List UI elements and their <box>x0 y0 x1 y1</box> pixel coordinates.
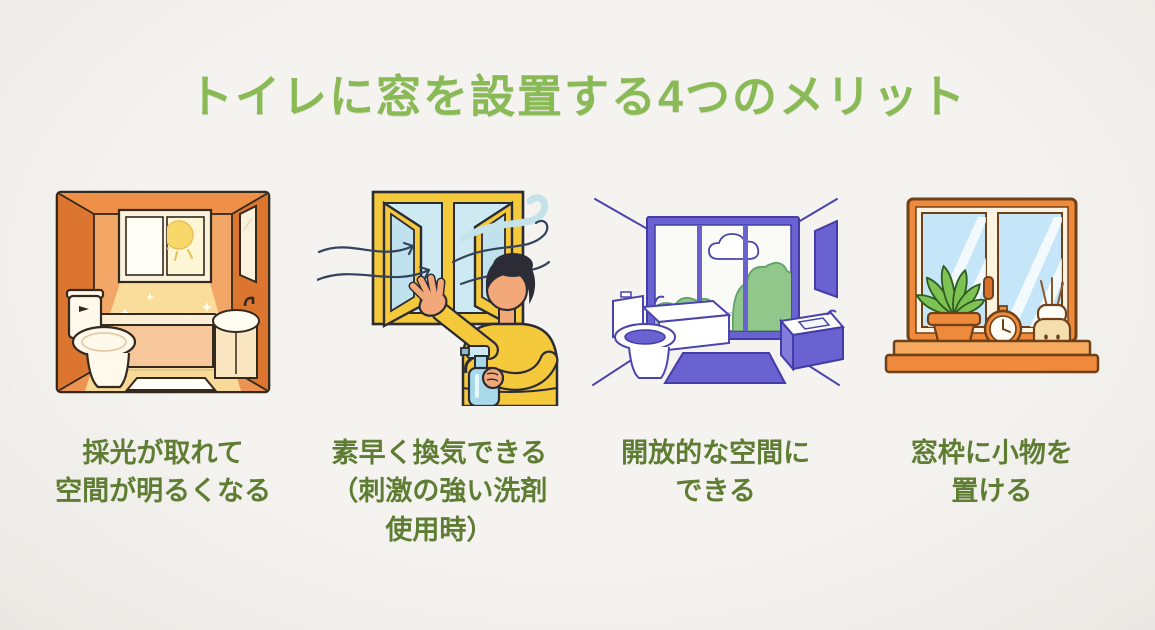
benefit-open-space: 開放的な空間に できる <box>581 176 851 549</box>
open-spacious-bathroom-illustration <box>591 198 845 386</box>
benefit-ventilation: 素早く換気できる （刺激の強い洗剤 使用時） <box>304 176 574 549</box>
benefit-windowsill: 窓枠に小物を 置ける <box>857 176 1127 549</box>
wind-swirl-light <box>459 194 549 242</box>
faucet-icon <box>243 296 255 307</box>
rug <box>662 352 787 384</box>
benefit-caption: 採光が取れて 空間が明るくなる <box>55 434 271 511</box>
wind-lines-in <box>317 241 431 282</box>
benefit-caption: 開放的な空間に できる <box>621 434 810 511</box>
vanity <box>778 309 845 372</box>
benefit-caption: 素早く換気できる （刺激の強い洗剤 使用時） <box>331 434 547 549</box>
benefit-caption: 窓枠に小物を 置ける <box>911 434 1073 511</box>
windowsill-ornaments-illustration <box>884 197 1100 374</box>
illustration-box <box>857 176 1127 408</box>
sink-vanity <box>212 296 261 379</box>
caption-line: 窓枠に小物を <box>910 438 1073 468</box>
open-window <box>372 190 525 329</box>
ventilation-window-cleaning-illustration <box>317 190 559 406</box>
benefit-daylight: 採光が取れて 空間が明るくなる <box>28 176 298 549</box>
toilet <box>66 288 137 389</box>
caption-line: 開放的な空間に <box>621 438 811 468</box>
caption-line: 採光が取れて <box>82 438 244 468</box>
bathroom-window <box>118 208 213 284</box>
illustration-box <box>28 176 298 408</box>
gripping-hand <box>482 366 505 390</box>
mirror <box>239 204 258 284</box>
window-handle-icon <box>982 276 994 300</box>
caption-line: 使用時） <box>385 514 494 545</box>
clock-icon <box>983 305 1023 353</box>
caption-line: できる <box>675 476 756 507</box>
wall-mirror <box>813 219 838 299</box>
open-hand <box>408 273 448 317</box>
illustration-box <box>304 176 574 408</box>
illustration-box <box>581 176 851 408</box>
sun-icon <box>167 220 194 261</box>
benefits-row: 採光が取れて 空間が明るくなる <box>28 176 1127 549</box>
caption-line: （刺激の強い洗剤 <box>331 476 548 507</box>
caption-line: 空間が明るくなる <box>55 476 272 507</box>
window-sill <box>884 339 1100 374</box>
page-title: トイレに窓を設置する4つのメリット <box>187 71 968 122</box>
caption-line: 素早く換気できる <box>331 438 548 468</box>
bath-mat <box>124 377 218 391</box>
sunlit-bathroom-illustration <box>55 190 271 394</box>
counter <box>640 295 732 353</box>
caption-line: 置ける <box>951 476 1033 507</box>
person-cleaning <box>408 253 559 406</box>
potted-plant-icon <box>915 264 986 351</box>
toilet <box>611 291 676 379</box>
